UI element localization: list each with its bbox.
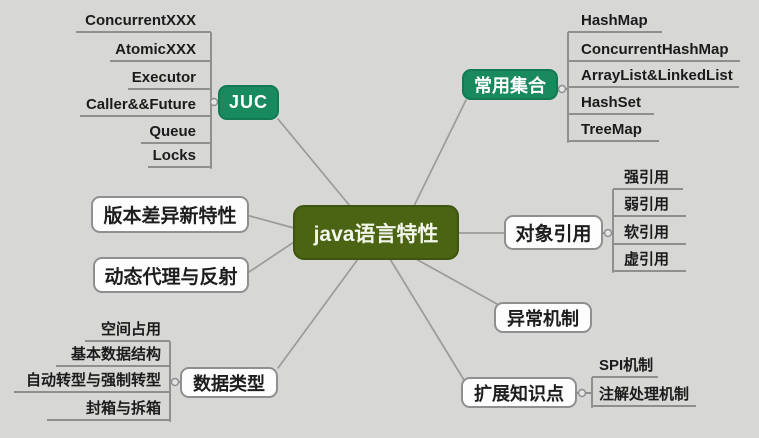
branch-node-version-features[interactable]: 版本差异新特性 [91, 196, 249, 233]
leaf-soft-reference[interactable]: 软引用 [613, 222, 686, 245]
connector-circle-juc [209, 97, 219, 107]
branch-node-exception[interactable]: 异常机制 [494, 302, 592, 333]
leaf-atomicxxx[interactable]: AtomicXXX [110, 39, 211, 62]
leaf-basic-data-structure[interactable]: 基本数据结构 [56, 344, 170, 367]
leaf-auto-and-forced-casting[interactable]: 自动转型与强制转型 [14, 370, 170, 393]
leaf-locks[interactable]: Locks [148, 145, 211, 168]
branch-node-extension[interactable]: 扩展知识点 [461, 377, 577, 408]
leaf-treemap[interactable]: TreeMap [568, 119, 659, 142]
central-topic-node[interactable]: java语言特性 [293, 205, 459, 260]
leaf-arraylist-linkedlist[interactable]: ArrayList&LinkedList [568, 65, 739, 88]
center-branch-lines [245, 99, 506, 381]
leaf-queue[interactable]: Queue [141, 121, 211, 144]
leaf-weak-reference[interactable]: 弱引用 [613, 194, 686, 217]
leaf-annotation-processing[interactable]: 注解处理机制 [592, 384, 696, 407]
leaf-caller-future[interactable]: Caller&&Future [80, 94, 211, 117]
connector-circle-object-reference [603, 228, 613, 238]
leaf-boxing-unboxing[interactable]: 封箱与拆箱 [47, 398, 170, 421]
leaf-phantom-reference[interactable]: 虚引用 [613, 249, 686, 272]
branch-node-object-reference[interactable]: 对象引用 [504, 215, 603, 250]
branch-node-juc[interactable]: JUC [218, 85, 279, 120]
connector-circle-collections [557, 84, 567, 94]
branch-node-data-type[interactable]: 数据类型 [180, 367, 278, 398]
leaf-concurrenthashmap[interactable]: ConcurrentHashMap [568, 39, 740, 62]
branch-node-collections[interactable]: 常用集合 [462, 69, 558, 100]
leaf-strong-reference[interactable]: 强引用 [613, 167, 683, 190]
connector-circle-data-type [170, 377, 180, 387]
leaf-hashmap[interactable]: HashMap [568, 10, 662, 33]
connector-circles[interactable] [170, 84, 613, 398]
leaf-concurrentxxx[interactable]: ConcurrentXXX [76, 10, 211, 33]
leaf-space-usage[interactable]: 空间占用 [85, 319, 170, 342]
connector-circle-extension [577, 388, 587, 398]
leaf-spi-mechanism[interactable]: SPI机制 [592, 355, 658, 378]
leaf-hashset[interactable]: HashSet [568, 92, 654, 115]
leaf-executor[interactable]: Executor [128, 67, 211, 90]
branch-node-dynamic-proxy[interactable]: 动态代理与反射 [93, 257, 249, 293]
